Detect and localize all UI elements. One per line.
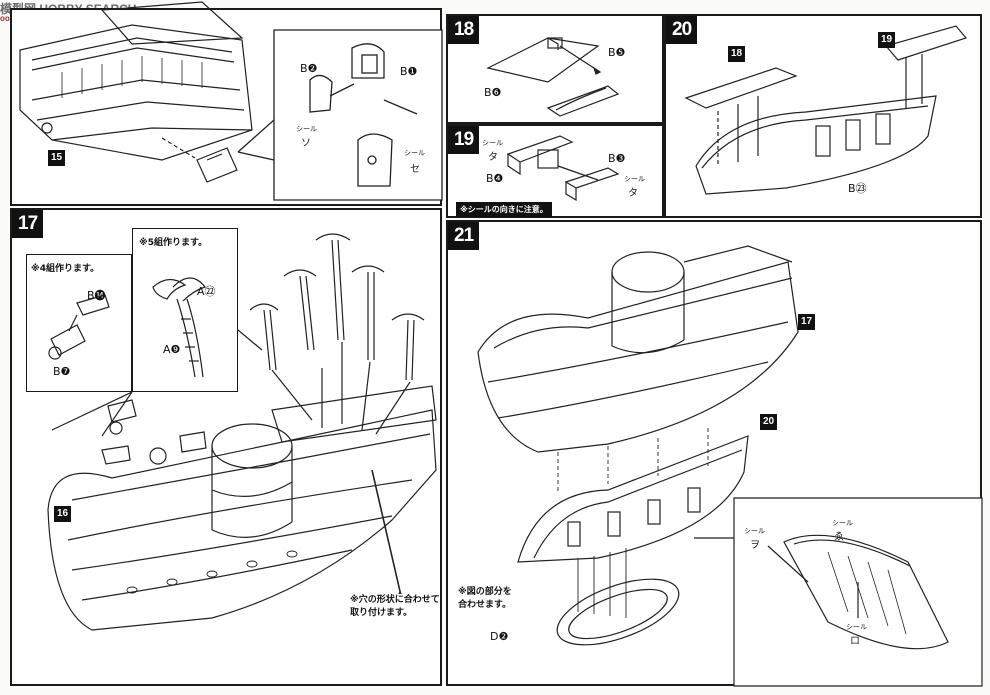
note-seal-direction: ※シールの向きに注意。 bbox=[456, 202, 552, 217]
seal-ro: ロ bbox=[850, 636, 860, 647]
panel-step-21: 21 bbox=[446, 220, 983, 687]
seal-e: ゑ bbox=[834, 532, 844, 543]
bow-part-drawing bbox=[506, 135, 620, 202]
part-label-b3: B❸ bbox=[608, 152, 626, 165]
ref-step-19: 19 bbox=[878, 32, 896, 48]
ref-step-20: 20 bbox=[760, 414, 778, 430]
note-make-5-sets: ※5組作ります。 bbox=[139, 235, 208, 248]
seal-so: ソ bbox=[301, 138, 311, 149]
panel-step-15: B❷ B❶ シール ソ シール セ 15 bbox=[10, 1, 443, 206]
palm-subassembly-box: ※5組作ります。 A㉒ A❾ bbox=[132, 228, 238, 392]
deck-part-drawing bbox=[486, 37, 620, 117]
panel-step-19: 19 シール タ B❸ B❹ シール タ ※シールの向きに注意。 bbox=[446, 124, 664, 218]
part-label-b1: B❶ bbox=[400, 65, 418, 78]
ref-step-17: 17 bbox=[798, 314, 816, 330]
seal-label-2: シール bbox=[404, 149, 425, 157]
panel-step-20: 20 18 19 B㉓ bbox=[664, 14, 982, 218]
part-label-b4: B❹ bbox=[486, 172, 504, 185]
part-label-b2: B❷ bbox=[300, 62, 318, 75]
seal-label-19a: シール bbox=[482, 139, 503, 147]
ref-step-16: 16 bbox=[54, 506, 72, 522]
part-label-a9: A❾ bbox=[163, 343, 181, 356]
part-label-d2: D❷ bbox=[490, 630, 509, 643]
seal-label: シール bbox=[296, 125, 317, 133]
seal-ta-b: タ bbox=[628, 188, 638, 199]
step-number-20: 20 bbox=[666, 16, 698, 44]
seal-wo: ヲ bbox=[750, 540, 760, 551]
seal-label-e: シール bbox=[832, 519, 853, 527]
part-label-b6: B❻ bbox=[484, 86, 502, 99]
seal-label-wo: シール bbox=[744, 527, 765, 535]
step-number-17: 17 bbox=[12, 210, 44, 238]
seal-label-19b: シール bbox=[624, 175, 645, 183]
panel-step-17: 17 ※4組作ります。 B⓮ B❼ ※5組作ります。 bbox=[10, 208, 442, 686]
ref-step-15: 15 bbox=[48, 150, 66, 166]
ref-step-18: 18 bbox=[728, 46, 746, 62]
part-label-b14: B⓮ bbox=[87, 289, 106, 302]
panel-step-18: 18 B❺ B❻ bbox=[446, 14, 664, 124]
hull-assembly-drawing bbox=[684, 25, 968, 195]
step-number-21: 21 bbox=[448, 222, 480, 250]
part-label-b7: B❼ bbox=[53, 365, 71, 378]
palm-tree-drawing bbox=[152, 277, 206, 378]
part-label-b23: B㉓ bbox=[848, 182, 867, 195]
seal-label-ro: シール bbox=[846, 623, 867, 631]
cannon-subassembly-box: ※4組作ります。 B⓮ B❼ bbox=[26, 254, 132, 392]
seal-se: セ bbox=[410, 164, 420, 175]
note-align-parts: ※図の部分を 合わせます。 bbox=[458, 586, 512, 612]
final-assembly-drawing bbox=[477, 245, 983, 687]
step-number-19: 19 bbox=[448, 126, 480, 154]
part-label-a22: A㉒ bbox=[197, 285, 216, 298]
part-label-b5: B❺ bbox=[608, 46, 626, 59]
step-number-18: 18 bbox=[448, 16, 480, 44]
note-make-4-sets: ※4組作ります。 bbox=[31, 261, 100, 274]
seal-ta-a: タ bbox=[488, 152, 498, 163]
cannon-drawing bbox=[48, 294, 110, 360]
ship-stern-drawing bbox=[19, 1, 443, 201]
note-match-hole-shape: ※穴の形状に合わせて 取り付けます。 bbox=[350, 594, 440, 620]
